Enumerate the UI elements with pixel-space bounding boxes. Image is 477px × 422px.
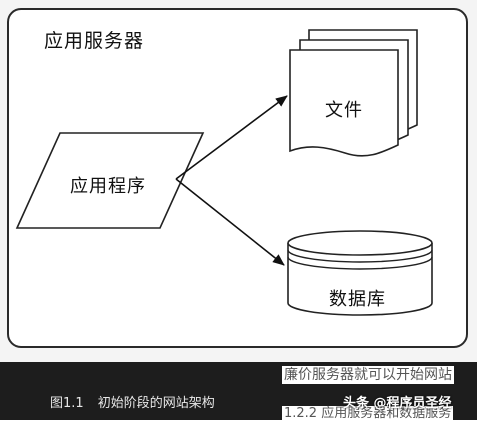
database-band-1 [287,249,433,263]
database-band-2 [287,256,433,270]
diagram-canvas [15,29,433,316]
database-label: 数据库 [329,289,386,310]
files-node [289,29,418,157]
arrow-to-files [175,95,288,180]
application-label: 应用程序 [70,176,146,197]
database-node [287,230,433,316]
figure-area: 应用服务器 应用程序 文件 数据库 [0,0,477,362]
arrow-to-database [175,178,285,266]
file-sheet-front [289,49,399,157]
figure-number: 图1.1 [50,396,84,411]
application-node [15,132,205,229]
watermark: 头条 @程序员圣经 [343,396,452,411]
figure-caption: 图1.1 初始阶段的网站架构 [50,392,215,411]
figure-caption-text: 初始阶段的网站架构 [97,396,215,411]
files-label: 文件 [325,100,363,121]
container-title: 应用服务器 [44,30,145,52]
overlay-text-bottom: 1.2.2 应用服务器和数据服务 [282,406,454,422]
overlay-text-top: 廉价服务器就可以开始网站 [282,366,454,384]
database-top [287,230,433,256]
